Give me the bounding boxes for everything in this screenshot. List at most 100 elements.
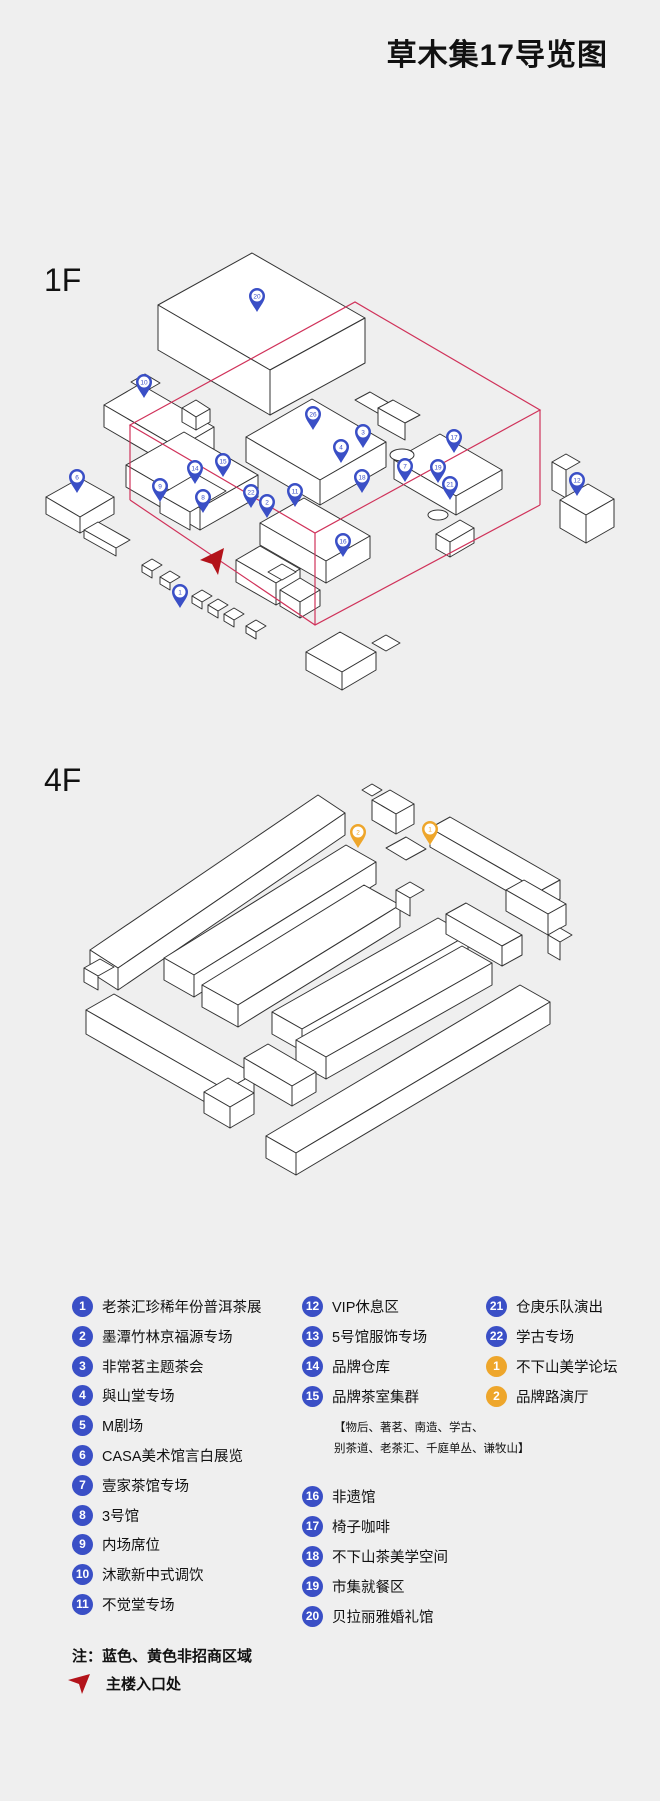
map-marker-22[interactable]: 22: [243, 484, 259, 508]
legend-number-badge: 21: [486, 1295, 507, 1317]
map-marker-26[interactable]: 26: [305, 406, 321, 430]
marker-number: 10: [140, 380, 148, 387]
marker-number: 15: [219, 459, 227, 466]
legend-number-badge: 5: [72, 1414, 93, 1436]
map-marker-9[interactable]: 9: [152, 478, 168, 502]
marker-number: 16: [339, 539, 347, 546]
map-marker-17[interactable]: 17: [446, 429, 462, 453]
legend-number-badge: 3: [72, 1355, 93, 1377]
marker-number: 18: [358, 475, 366, 482]
map-marker-12[interactable]: 12: [569, 472, 585, 496]
legend-item: 15 品牌茶室集群: [302, 1385, 419, 1407]
marker-number: 3: [361, 430, 365, 437]
legend-item: 1 不下山美学论坛: [486, 1355, 618, 1377]
legend-item: 16 非遗馆: [302, 1485, 376, 1507]
legend-number-badge: 19: [302, 1575, 323, 1597]
marker-pin-dot: [261, 496, 273, 508]
marker-number: 26: [309, 412, 317, 419]
legend-label: M剧场: [102, 1418, 144, 1435]
legend-number-badge: 6: [72, 1444, 93, 1466]
marker-number: 22: [247, 490, 255, 497]
legend-number-badge: 15: [302, 1385, 323, 1407]
marker-pin-dot: [189, 462, 201, 474]
entrance-legend: 主楼入口处: [68, 1673, 181, 1694]
floor-4f-buildings: [83, 783, 573, 1176]
map-marker-16[interactable]: 16: [335, 533, 351, 557]
map-marker-2[interactable]: 2: [259, 494, 275, 518]
legend-label: 仓庚乐队演出: [516, 1299, 603, 1316]
legend-label: 壹家茶馆专场: [102, 1478, 189, 1495]
legend-label: 不下山美学论坛: [516, 1359, 618, 1376]
legend-label: 品牌仓库: [332, 1359, 390, 1376]
legend-number-badge: 22: [486, 1325, 507, 1347]
legend-label: 品牌茶室集群: [332, 1389, 419, 1406]
floor-label-1f: 1F: [44, 262, 82, 298]
legend-number-badge: 20: [302, 1605, 323, 1627]
marker-pin-dot: [352, 826, 364, 838]
legend-item: 2 品牌路演厅: [486, 1385, 589, 1407]
marker-pin-dot: [154, 480, 166, 492]
marker-number: 12: [573, 478, 581, 485]
map-marker-6[interactable]: 6: [69, 469, 85, 493]
entrance-arrow-icon: [200, 548, 224, 575]
marker-pin-dot: [251, 290, 263, 302]
legend-number-badge: 1: [486, 1355, 507, 1377]
legend-number-badge: 2: [486, 1385, 507, 1407]
legend-label: 非遗馆: [332, 1489, 376, 1506]
legend-label: CASA美术馆言白展览: [102, 1448, 243, 1465]
marker-pin-dot: [174, 586, 186, 598]
marker-number: 8: [201, 495, 205, 502]
legend-number-badge: 14: [302, 1355, 323, 1377]
marker-pin-dot: [448, 431, 460, 443]
map-marker-2[interactable]: 2: [350, 824, 366, 848]
map-marker-19[interactable]: 19: [430, 459, 446, 483]
legend-label: 椅子咖啡: [332, 1519, 390, 1536]
legend-label: 與山堂专场: [102, 1388, 175, 1405]
marker-pin-dot: [356, 471, 368, 483]
marker-number: 19: [434, 465, 442, 472]
legend-number-badge: 16: [302, 1485, 323, 1507]
map-marker-18[interactable]: 18: [354, 469, 370, 493]
map-marker-14[interactable]: 14: [187, 460, 203, 484]
marker-pin-dot: [337, 535, 349, 547]
map-marker-8[interactable]: 8: [195, 489, 211, 513]
map-marker-21[interactable]: 21: [442, 476, 458, 500]
floor-label-4f: 4F: [44, 762, 82, 798]
map-marker-20[interactable]: 20: [249, 288, 265, 312]
legend-label: 不下山茶美学空间: [332, 1549, 448, 1566]
legend-label: 5号馆服饰专场: [332, 1329, 428, 1346]
map-marker-15[interactable]: 15: [215, 453, 231, 477]
marker-pin-dot: [71, 471, 83, 483]
map-marker-4[interactable]: 4: [333, 439, 349, 463]
map-marker-11[interactable]: 11: [287, 483, 303, 507]
legend-label: 沐歌新中式调饮: [102, 1567, 204, 1584]
marker-pin-dot: [571, 474, 583, 486]
marker-pin-dot: [289, 485, 301, 497]
legend-number-badge: 8: [72, 1504, 93, 1526]
map-marker-7[interactable]: 7: [397, 458, 413, 482]
map-marker-3[interactable]: 3: [355, 424, 371, 448]
map-marker-10[interactable]: 10: [136, 374, 152, 398]
marker-number: 1: [428, 827, 432, 834]
map-marker-1[interactable]: 1: [172, 584, 188, 608]
marker-number: 9: [158, 484, 162, 491]
legend-label: 老茶汇珍稀年份普洱茶展: [102, 1299, 262, 1316]
map-marker-1[interactable]: 1: [422, 821, 438, 845]
legend-label: 品牌路演厅: [516, 1389, 589, 1406]
marker-pin-dot: [197, 491, 209, 503]
marker-pin-dot: [138, 376, 150, 388]
marker-number: 21: [446, 482, 454, 489]
marker-number: 4: [339, 445, 343, 452]
legend-item: 14 品牌仓库: [302, 1355, 390, 1377]
